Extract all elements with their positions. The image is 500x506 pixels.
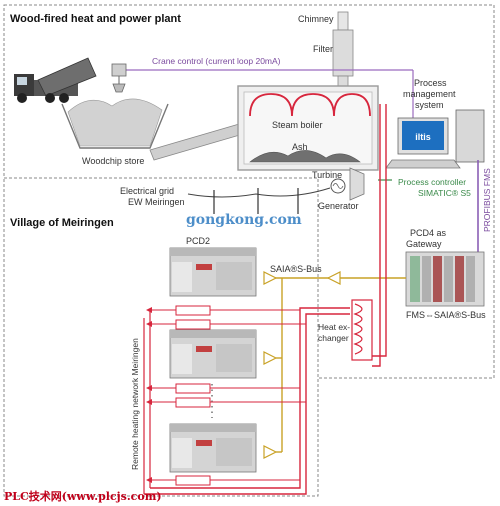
turbine-icon	[349, 167, 365, 201]
woodchip-store-label: Woodchip store	[82, 156, 144, 166]
pcd2-device	[169, 423, 257, 473]
heating-coil-row	[146, 383, 306, 408]
heating-coil-row	[146, 475, 300, 486]
village-return-line	[144, 313, 350, 495]
turbine-label: Turbine	[312, 170, 342, 180]
chimney	[337, 11, 349, 31]
truck-icon	[14, 57, 97, 103]
heating-coil-row	[146, 305, 306, 330]
steam-boiler-coil	[249, 93, 371, 117]
heat-exchanger-label-line1: Heat ex-	[318, 322, 350, 332]
pcd2-device	[169, 329, 257, 379]
fms-saia-label: FMS⇔SAIA®S-Bus	[406, 310, 486, 320]
village-supply-line	[150, 307, 350, 489]
pc-tower-icon	[455, 109, 485, 163]
pcd4-label-line1: PCD4 as	[410, 228, 447, 238]
process-controller-label-line2: SIMATIC® S5	[418, 188, 471, 198]
pms-label-line3: system	[415, 100, 444, 110]
crane-grab-icon	[112, 83, 126, 93]
process-controller-label-line1: Process controller	[398, 177, 466, 187]
heating-supply-line	[372, 104, 387, 357]
monitor-brand: iltis	[415, 132, 431, 142]
heating-return-line	[372, 104, 381, 367]
conveyor-belt	[149, 121, 251, 161]
ash-label: Ash	[292, 142, 308, 152]
woodchip-pile	[67, 98, 163, 147]
sbus-arrow-icon	[263, 445, 278, 459]
heat-exchanger-label-line2: changer	[318, 333, 349, 343]
steam-boiler-label: Steam boiler	[272, 120, 323, 130]
village-title: Village of Meiringen	[10, 217, 114, 229]
keyboard-icon	[385, 159, 461, 169]
generator-sine-icon	[332, 183, 344, 189]
pcd2-label: PCD2	[186, 236, 210, 246]
pcd4-label-line2: Gateway	[406, 239, 442, 249]
filter-label: Filter	[313, 44, 333, 54]
monitor-screen	[402, 121, 444, 150]
sbus-arrow-icon	[326, 271, 341, 285]
grid-label-line1: Electrical grid	[120, 186, 174, 196]
chimney-label: Chimney	[298, 14, 334, 24]
pcd4-gateway-device	[405, 251, 485, 307]
ash-pile	[249, 150, 361, 163]
village-region-border	[3, 177, 319, 497]
remote-heating-label: Remote heating network Meiringen	[130, 338, 140, 470]
sbus-arrow-icon	[263, 271, 278, 285]
filter	[332, 29, 354, 77]
footer-credit: PLC技术网(www.plcjs.com)	[4, 489, 162, 503]
pcd2-device	[169, 247, 257, 297]
crane-control-label: Crane control (current loop 20mA)	[152, 56, 281, 66]
watermark: gongkong.com	[186, 212, 302, 228]
plant-title: Wood-fired heat and power plant	[10, 13, 181, 25]
woodchip-pit	[61, 103, 169, 149]
pms-label-line1: Process	[414, 78, 447, 88]
grid-wire	[187, 187, 331, 198]
generator-label: Generator	[318, 201, 359, 211]
grid-label-line2: EW Meiringen	[128, 197, 185, 207]
heat-exchanger-coil	[353, 303, 363, 355]
profibus-label: PROFIBUS FMS	[482, 168, 492, 232]
sbus-arrow-icon	[263, 351, 278, 365]
saia-bus-label: SAIA®S-Bus	[270, 264, 322, 274]
pms-label-line2: management	[403, 89, 456, 99]
crane-icon	[111, 63, 127, 77]
